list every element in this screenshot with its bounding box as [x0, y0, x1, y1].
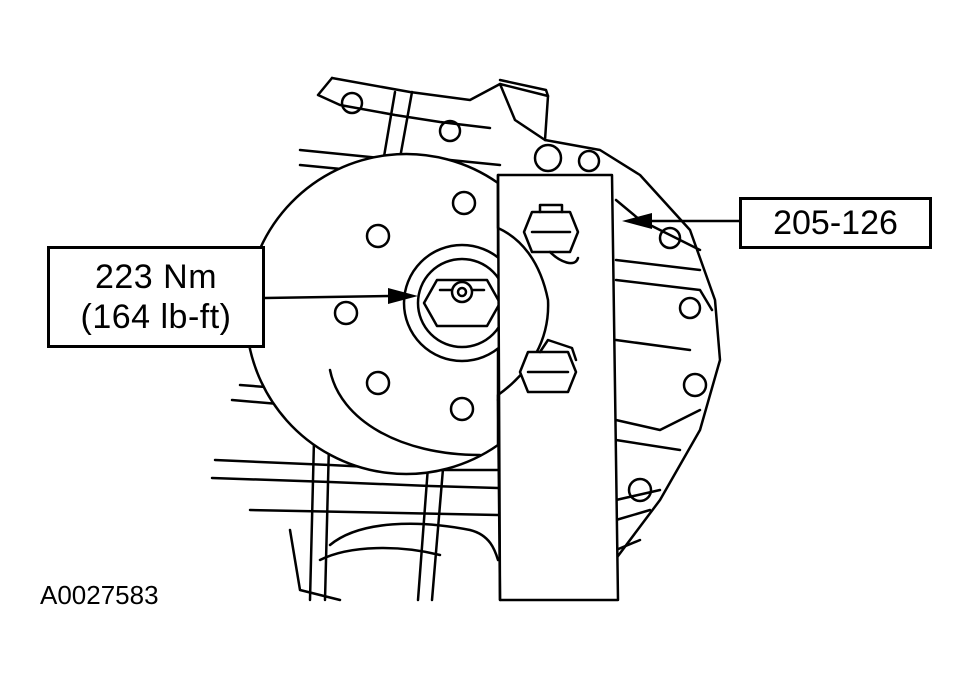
torque-leader-arrow	[264, 288, 418, 304]
figure-id-label: A0027583	[40, 580, 159, 610]
torque-nm-label: 223 Nm	[94, 258, 218, 296]
tool-bolt-upper	[522, 203, 580, 265]
tool-number-callout-box: 205-126	[739, 197, 932, 249]
hub-nut	[402, 243, 522, 363]
tool-leader-arrow	[622, 213, 739, 229]
torque-callout-box: 223 Nm (164 lb-ft)	[47, 246, 265, 348]
tool-bolt-lower	[518, 338, 578, 394]
tool-number-label: 205-126	[773, 204, 898, 242]
torque-lbft-label: (164 lb-ft)	[80, 298, 232, 336]
